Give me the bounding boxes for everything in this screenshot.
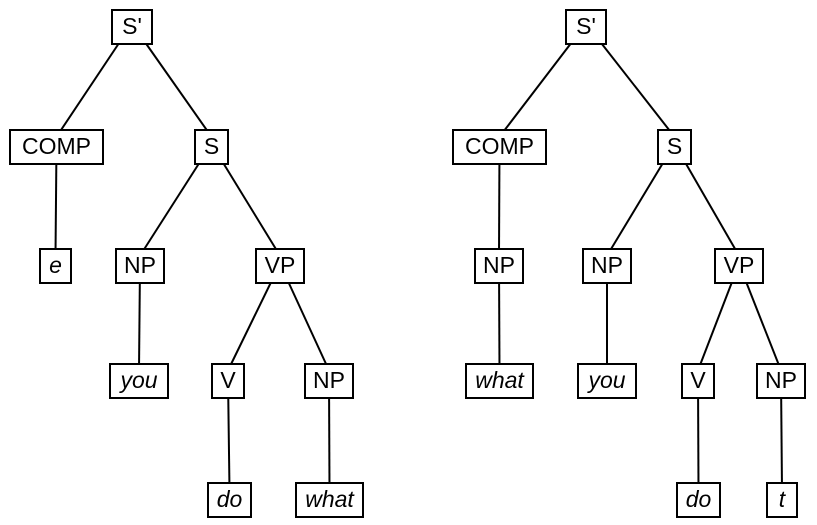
node-label: what <box>305 486 355 512</box>
tree-edge <box>54 163 58 250</box>
surface-structure-tree-nodes: S' COMP S NP NP VP what you V NP do t <box>451 8 807 519</box>
node-box <box>193 128 230 166</box>
tree-node-vp-category: VP <box>254 247 306 285</box>
node-box <box>473 247 525 285</box>
tree-edge <box>610 163 664 250</box>
tree-node-you-terminal: you <box>108 362 170 400</box>
node-label: S' <box>122 13 142 39</box>
node-label: NP <box>124 252 156 278</box>
node-label: what <box>475 367 525 393</box>
tree-node-v-category: V <box>210 362 246 400</box>
tree-edge <box>230 282 272 365</box>
node-label: V <box>220 367 236 393</box>
node-label: S <box>204 133 219 159</box>
tree-edge <box>287 282 327 365</box>
tree-node-e-terminal: e <box>38 247 73 285</box>
tree-edge <box>503 43 572 131</box>
node-box <box>254 247 306 285</box>
tree-edge <box>143 163 200 250</box>
node-label: NP <box>483 252 515 278</box>
node-label: V <box>690 367 706 393</box>
tree-node-you-terminal: you <box>576 362 638 400</box>
node-box <box>765 481 799 519</box>
tree-node-t-terminal: t <box>765 481 799 519</box>
tree-edge <box>138 282 141 365</box>
node-box <box>210 362 246 400</box>
node-box <box>294 481 365 519</box>
node-box <box>464 362 535 400</box>
tree-node-np-category: NP <box>755 362 807 400</box>
tree-edge <box>60 43 120 131</box>
tree-edge <box>699 282 733 365</box>
node-label: VP <box>724 252 755 278</box>
node-label: you <box>118 367 157 393</box>
node-label: COMP <box>465 133 534 159</box>
tree-node-do-terminal: do <box>675 481 722 519</box>
tree-node-np-category: NP <box>114 247 166 285</box>
tree-node-comp-category: COMP <box>8 128 105 166</box>
node-label: S' <box>576 13 596 39</box>
node-box <box>114 247 166 285</box>
node-label: you <box>586 367 625 393</box>
node-box <box>755 362 807 400</box>
node-label: do <box>217 486 243 512</box>
node-label: NP <box>313 367 345 393</box>
tree-node-s-category: S' <box>110 8 154 46</box>
node-box <box>303 362 355 400</box>
node-label: e <box>49 252 62 278</box>
deep-structure-tree-edges <box>54 43 331 484</box>
tree-node-np-category: NP <box>581 247 633 285</box>
tree-edge <box>227 397 231 484</box>
tree-node-vp-category: VP <box>713 247 765 285</box>
node-label: S <box>667 133 682 159</box>
node-label: COMP <box>22 133 91 159</box>
node-label: t <box>779 486 787 512</box>
node-box <box>564 8 608 46</box>
tree-node-v-category: V <box>680 362 716 400</box>
tree-node-s-category: S <box>656 128 693 166</box>
surface-structure-tree-edges <box>498 43 783 484</box>
tree-node-comp-category: COMP <box>451 128 548 166</box>
node-box <box>108 362 170 400</box>
tree-edge <box>745 282 780 365</box>
tree-edge <box>601 43 670 131</box>
tree-node-np-category: NP <box>303 362 355 400</box>
tree-node-do-terminal: do <box>206 481 253 519</box>
node-box <box>206 481 253 519</box>
node-box <box>38 247 73 285</box>
node-box <box>451 128 548 166</box>
node-box <box>581 247 633 285</box>
tree-edge <box>145 43 208 131</box>
tree-node-np-category: NP <box>473 247 525 285</box>
tree-node-s-category: S' <box>564 8 608 46</box>
tree-node-what-terminal: what <box>294 481 365 519</box>
edge-layer <box>54 43 783 484</box>
node-box <box>675 481 722 519</box>
node-box <box>713 247 765 285</box>
node-box <box>8 128 105 166</box>
node-label: VP <box>265 252 296 278</box>
node-box <box>680 362 716 400</box>
tree-edge <box>685 163 736 250</box>
node-box <box>656 128 693 166</box>
tree-edge <box>780 397 783 484</box>
node-label: do <box>686 486 712 512</box>
node-box <box>576 362 638 400</box>
node-label: NP <box>765 367 797 393</box>
tree-node-what-terminal: what <box>464 362 535 400</box>
tree-node-s-category: S <box>193 128 230 166</box>
tree-edge <box>222 163 277 250</box>
node-box <box>110 8 154 46</box>
node-label: NP <box>591 252 623 278</box>
